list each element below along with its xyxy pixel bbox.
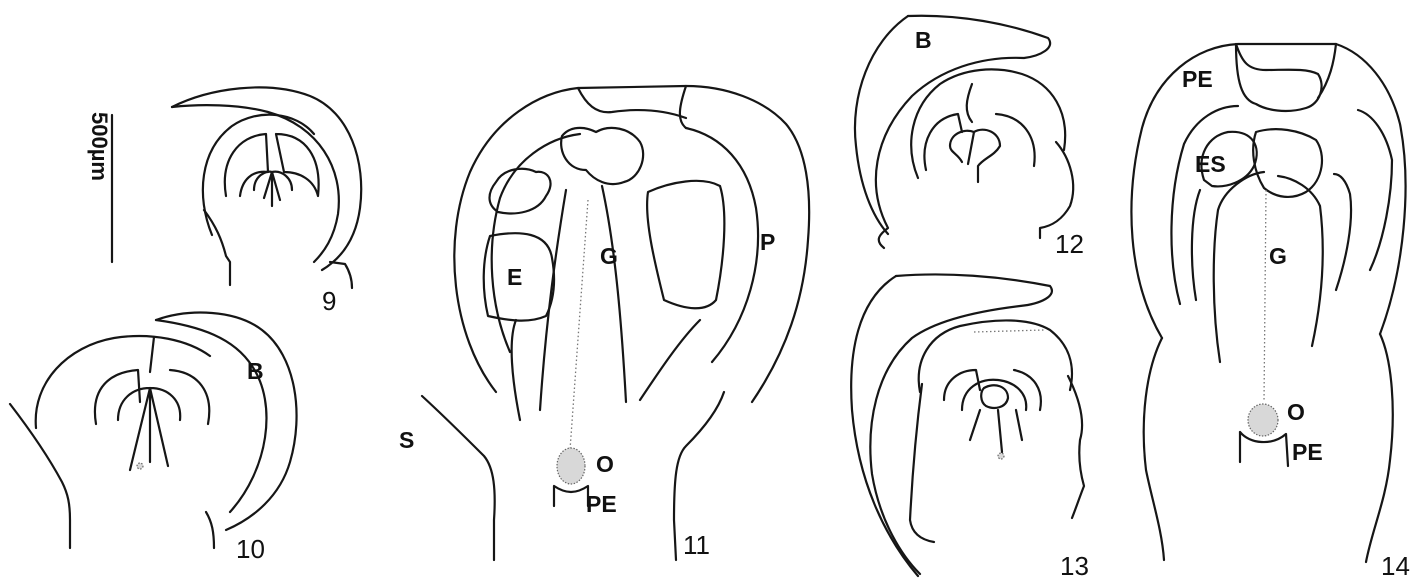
figure-11-label-e: E	[507, 264, 522, 290]
figure-11-ovule	[557, 448, 585, 484]
figure-11-label-pe: PE	[586, 491, 617, 517]
figure-14-lower-body	[1144, 334, 1393, 562]
figure-12-label-b: B	[915, 27, 932, 53]
figure-11-gynoecium-left	[540, 190, 566, 410]
figure-10-septum	[150, 337, 154, 372]
figure-10-outer-wall	[36, 336, 210, 428]
figure-12-gynoecium	[950, 130, 1000, 182]
figure-14-label-pe-bottom: PE	[1292, 439, 1323, 465]
figure-13-dotted-septum	[974, 330, 1044, 332]
figure-10-gynoecium	[118, 388, 180, 470]
figure-9-right-sepal	[330, 262, 352, 288]
figure-13-bract	[870, 274, 1052, 574]
figure-11-left-sepal	[422, 396, 495, 560]
figure-14-label-pe-top: PE	[1182, 66, 1213, 92]
figure-11-tepal-divisions	[578, 86, 686, 128]
figure-10: B 10	[10, 313, 297, 564]
figure-13-left-sepal	[910, 384, 934, 542]
figure-14-label-es: ES	[1195, 151, 1226, 177]
figure-11: P E G S O PE 11	[399, 86, 809, 560]
figure-13-right-sepal	[1068, 376, 1084, 518]
scale-bar-label: 500µm	[87, 112, 112, 181]
figure-14-pollen-tube	[1264, 190, 1266, 402]
figure-11-locule-top	[561, 128, 643, 184]
figure-13: 13	[851, 274, 1089, 581]
figure-12-outer-wall	[911, 69, 1065, 178]
figure-14-inner-lining	[1171, 106, 1392, 304]
figure-12-septum	[967, 84, 972, 122]
figure-10-left-sepal	[10, 404, 70, 548]
figure-9: 9	[172, 87, 361, 316]
figure-13-ovule	[998, 453, 1004, 459]
figure-10-bract	[156, 313, 297, 530]
figure-11-gynoecium-right	[602, 186, 626, 402]
figure-13-bract-inner	[851, 276, 918, 576]
figure-12-right-sepal	[1040, 142, 1073, 238]
figure-10-right-sepal	[206, 512, 214, 548]
figure-11-label-g: G	[600, 243, 618, 269]
figure-14-ovule	[1248, 404, 1278, 436]
figure-14-locule-upper-right	[1253, 129, 1322, 197]
figure-11-label-p: P	[760, 229, 775, 255]
figure-13-number: 13	[1060, 551, 1089, 581]
scale-bar: 500µm	[87, 112, 112, 262]
figure-11-number: 11	[683, 530, 710, 560]
figure-11-label-s: S	[399, 427, 414, 453]
figure-14-tepal-divisions	[1236, 44, 1336, 111]
figure-12-number: 12	[1055, 229, 1084, 259]
figure-12-bract-inner	[855, 16, 908, 234]
figure-11-label-o: O	[596, 451, 614, 477]
figure-10-bract-inner	[156, 320, 266, 512]
figure-10-label-b: B	[247, 358, 264, 384]
figure-14-placenta	[1240, 432, 1288, 466]
figure-13-gynoecium	[962, 380, 1026, 452]
figure-9-gynoecium	[254, 172, 292, 206]
figure-14-number: 14	[1381, 551, 1410, 581]
figure-11-perianth-inner	[492, 128, 758, 362]
figure-10-ovule	[137, 463, 143, 469]
figure-11-pollen-tube	[570, 200, 588, 450]
figure-12: B 12	[855, 16, 1084, 259]
figure-14-label-o: O	[1287, 399, 1305, 425]
figure-14-label-g: G	[1269, 243, 1287, 269]
figure-9-number: 9	[322, 286, 336, 316]
figure-12-locules	[924, 114, 1034, 170]
figure-14: PE ES G O PE 14	[1131, 44, 1409, 581]
figure-10-number: 10	[236, 534, 265, 564]
figure-11-locule-right	[647, 181, 724, 308]
figure-11-placenta	[554, 486, 588, 506]
